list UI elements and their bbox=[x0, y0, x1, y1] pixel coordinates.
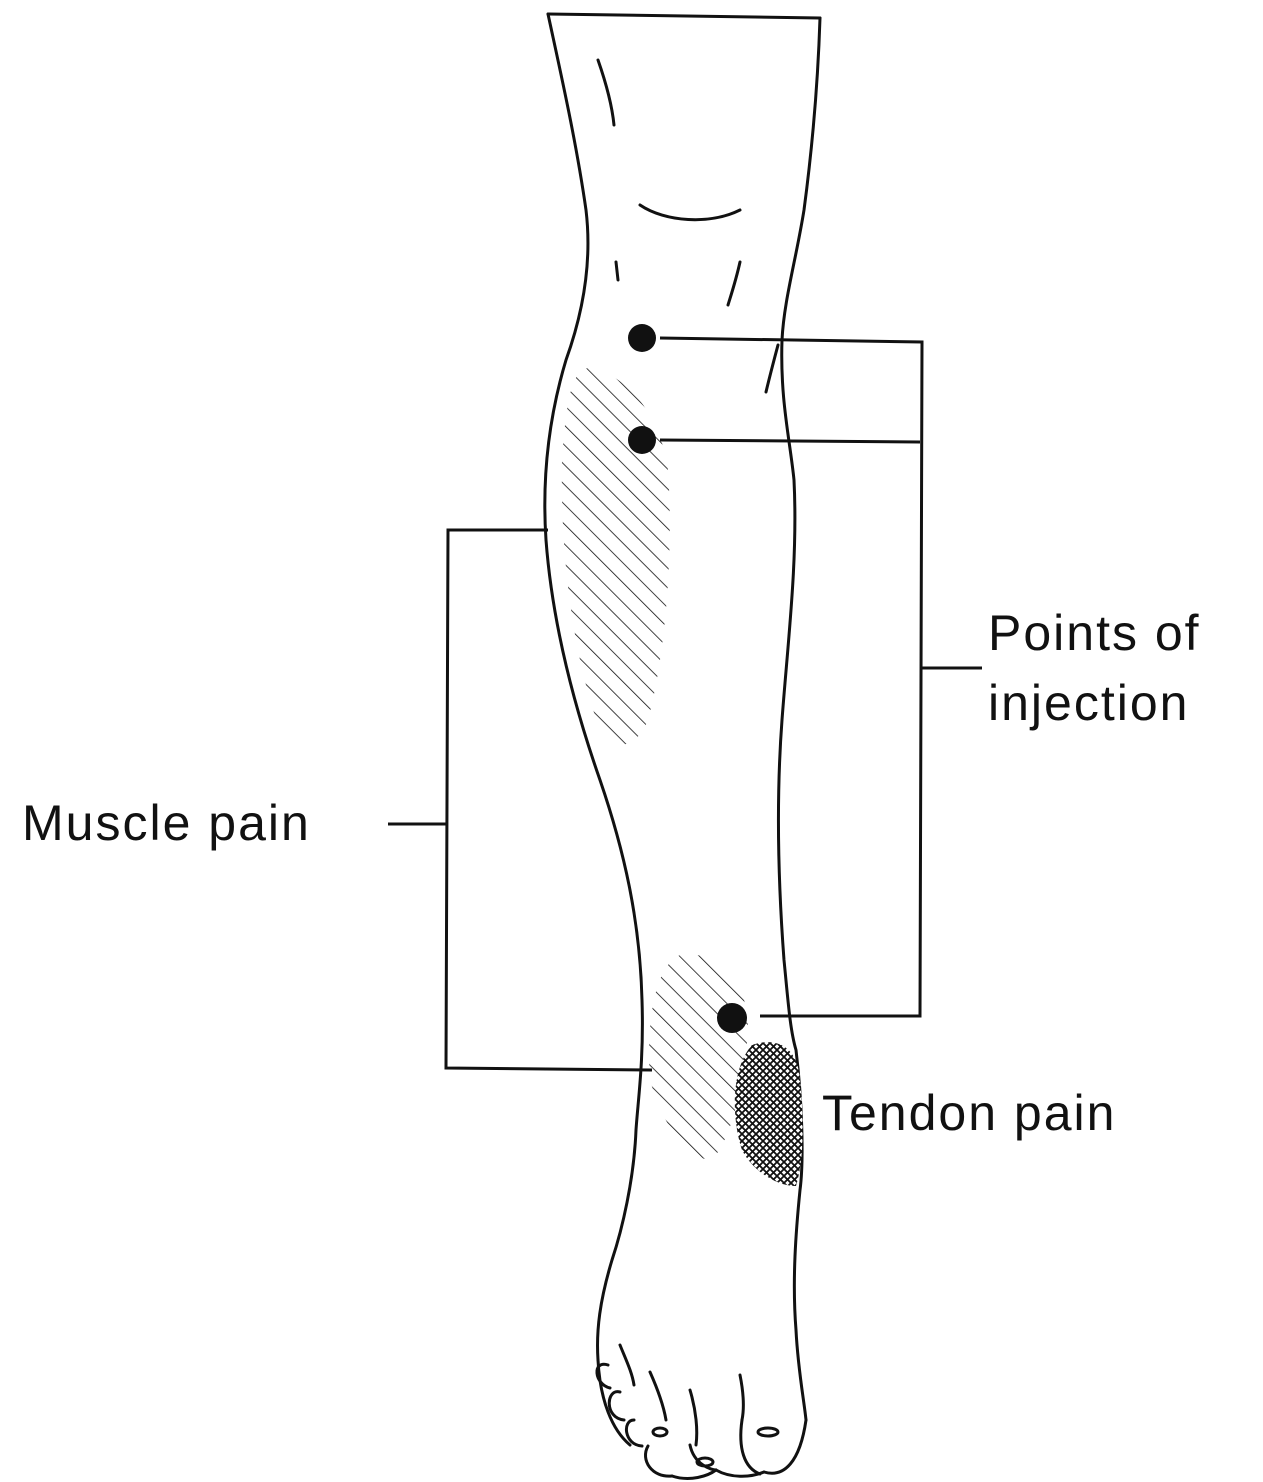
points-of-injection-label-line1: Points of bbox=[988, 598, 1201, 668]
points-of-injection-label: Points of injection bbox=[988, 598, 1201, 738]
injection-point-middle bbox=[628, 426, 656, 454]
points-of-injection-bracket bbox=[660, 338, 982, 1016]
points-of-injection-label-line2: injection bbox=[988, 668, 1201, 738]
injection-point-lower bbox=[717, 1003, 747, 1033]
muscle-pain-label: Muscle pain bbox=[22, 788, 311, 858]
leg-outline bbox=[545, 14, 820, 1478]
muscle-pain-area bbox=[540, 360, 760, 1170]
injection-point-upper bbox=[628, 324, 656, 352]
tendon-pain-label: Tendon pain bbox=[822, 1078, 1116, 1148]
